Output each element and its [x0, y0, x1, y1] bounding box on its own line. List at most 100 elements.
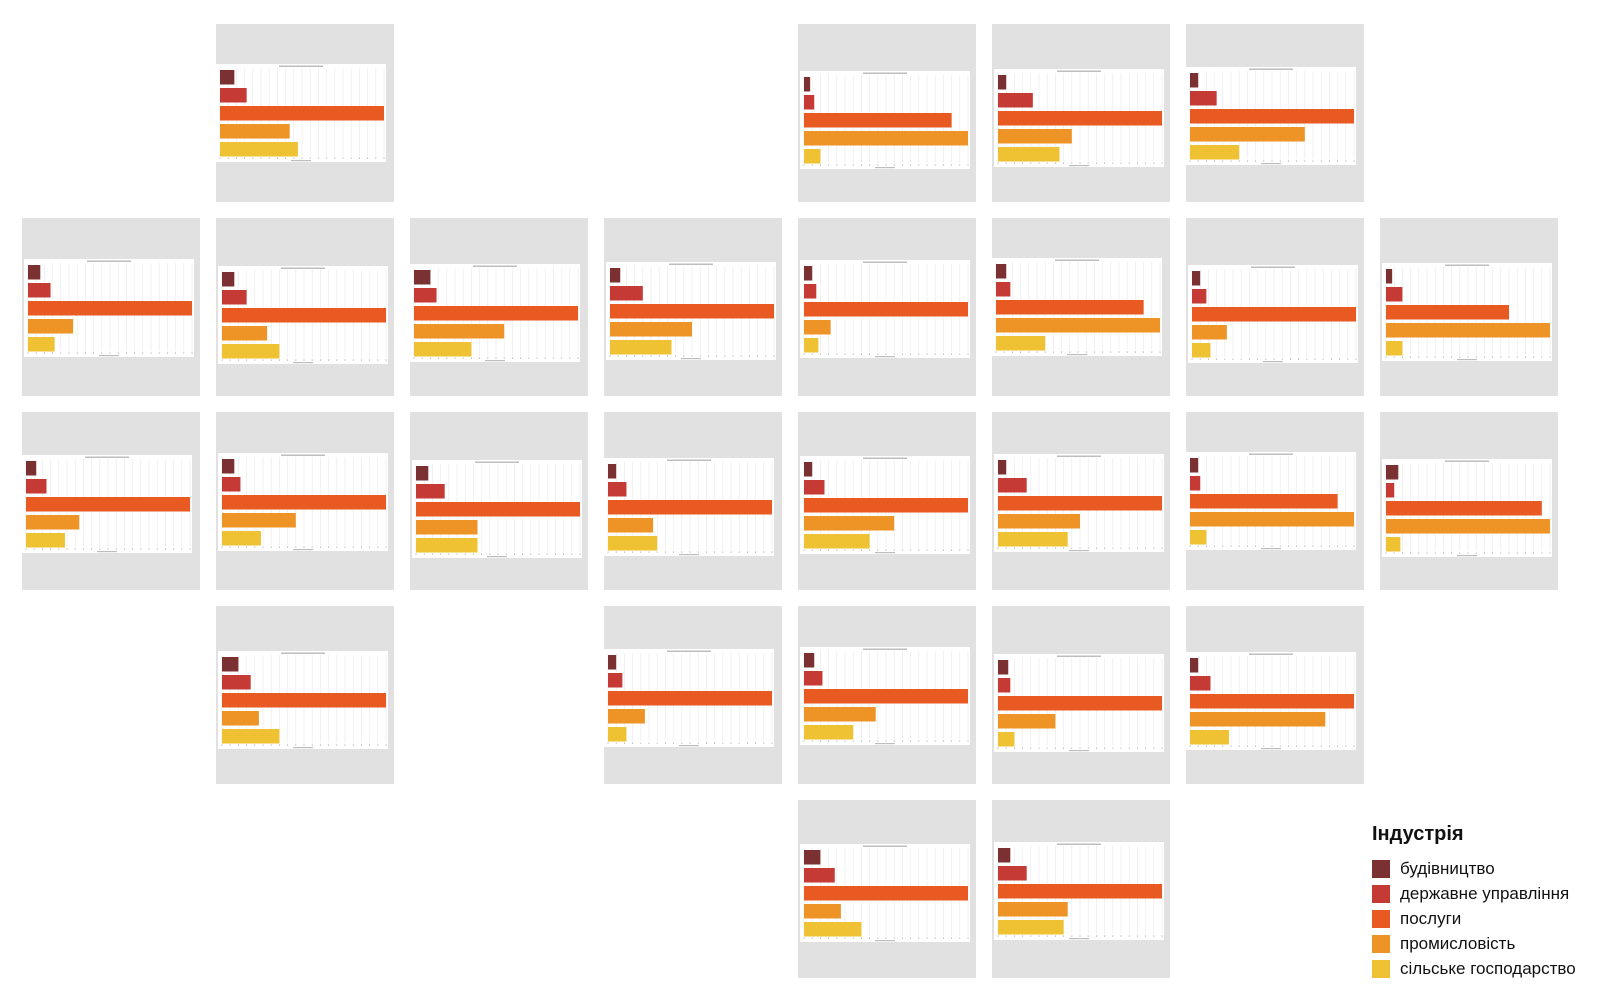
tick-mark	[1541, 356, 1543, 358]
tick-mark	[328, 359, 329, 361]
tick-mark	[607, 742, 609, 744]
legend-label: сільське господарство	[1400, 958, 1576, 978]
bar-chart	[1186, 452, 1356, 550]
tick-mark	[462, 357, 464, 359]
tick-mark	[910, 937, 911, 939]
tick-mark	[1014, 547, 1015, 549]
region-tile	[216, 24, 394, 202]
axis-label-mark	[1067, 354, 1087, 356]
bar	[998, 902, 1068, 917]
bar	[1386, 305, 1509, 320]
tick-mark	[1249, 358, 1250, 360]
region-tile	[798, 24, 976, 202]
tick-mark	[52, 352, 53, 354]
bar	[610, 268, 621, 283]
tick-mark	[1145, 747, 1146, 749]
tick-mark	[229, 359, 231, 361]
legend-item: сільське господарство	[1372, 956, 1612, 981]
tick-mark	[1516, 552, 1518, 554]
tick-mark	[943, 164, 944, 166]
tick-mark	[369, 359, 370, 361]
tick-mark	[1232, 358, 1234, 360]
tick-mark	[1206, 160, 1207, 162]
tick-mark	[320, 744, 321, 746]
tick-mark	[1199, 358, 1201, 360]
tick-mark	[254, 359, 256, 361]
bar	[220, 124, 290, 139]
tick-mark	[1402, 552, 1403, 554]
chart-title-mark	[281, 454, 325, 456]
tick-mark	[1022, 162, 1023, 164]
tick-mark	[1104, 747, 1105, 749]
bar	[28, 265, 41, 280]
bar	[28, 337, 55, 352]
tick-mark	[181, 548, 183, 550]
tick-mark	[1085, 351, 1087, 353]
tick-mark	[1110, 351, 1112, 353]
bar	[1190, 494, 1338, 509]
axis-label-mark	[485, 360, 505, 362]
tick-mark	[93, 352, 94, 354]
tick-mark	[577, 357, 579, 359]
tick-mark	[836, 937, 838, 939]
tick-mark	[1263, 160, 1265, 162]
bar	[222, 729, 280, 744]
chart-title-mark	[1249, 453, 1293, 455]
bar-chart	[800, 456, 970, 554]
tick-mark	[1022, 547, 1023, 549]
tick-mark	[820, 549, 821, 551]
tick-mark	[893, 740, 895, 742]
bar	[804, 534, 870, 549]
tick-mark	[803, 353, 805, 355]
tick-mark	[844, 740, 846, 742]
chart-title-mark	[1057, 70, 1101, 72]
tick-mark	[303, 546, 305, 548]
tick-mark	[320, 546, 321, 548]
tick-mark	[270, 744, 272, 746]
tick-mark	[615, 742, 617, 744]
tick-mark	[1208, 358, 1209, 360]
tick-mark	[1087, 935, 1089, 937]
tick-mark	[852, 740, 854, 742]
tick-mark	[632, 742, 633, 744]
tick-mark	[757, 355, 758, 357]
tick-mark	[60, 352, 62, 354]
bar	[804, 149, 821, 164]
bar	[804, 131, 968, 146]
tick-mark	[1153, 747, 1155, 749]
tick-mark	[1263, 545, 1265, 547]
tick-mark	[1459, 356, 1461, 358]
axis-label-mark	[1457, 555, 1477, 557]
tick-mark	[811, 549, 813, 551]
tick-mark	[1135, 351, 1136, 353]
bar	[26, 515, 80, 530]
bar	[996, 300, 1144, 315]
tick-mark	[749, 355, 750, 357]
bar	[998, 732, 1015, 747]
tick-mark	[771, 551, 773, 553]
bar	[1386, 483, 1395, 498]
tick-mark	[852, 353, 854, 355]
tick-mark	[1475, 552, 1477, 554]
bar	[1192, 289, 1207, 304]
bar-chart	[410, 264, 580, 362]
tick-mark	[1161, 162, 1163, 164]
bar	[608, 691, 772, 706]
region-tile	[992, 800, 1170, 978]
bar	[220, 142, 298, 157]
bar	[804, 516, 895, 531]
tick-mark	[1525, 356, 1526, 358]
tick-mark	[165, 548, 166, 550]
tick-mark	[1030, 935, 1032, 937]
tick-mark	[1197, 545, 1199, 547]
tick-mark	[609, 355, 611, 357]
tick-mark	[763, 551, 765, 553]
chart-title-mark	[1249, 68, 1293, 70]
tick-mark	[844, 937, 846, 939]
tick-mark	[301, 157, 303, 159]
tick-mark	[689, 551, 691, 553]
tick-mark	[1385, 552, 1387, 554]
tick-mark	[959, 164, 961, 166]
tick-mark	[1238, 545, 1240, 547]
axis-label-mark	[1069, 750, 1089, 752]
